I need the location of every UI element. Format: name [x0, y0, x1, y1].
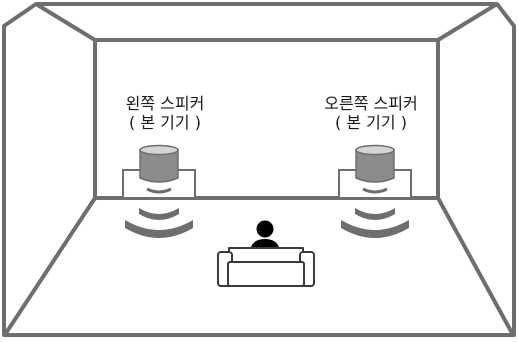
right-speaker-wave-2 — [341, 220, 409, 238]
sofa-icon — [217, 247, 315, 287]
left-speaker-label-line1: 왼쪽 스피커 — [125, 94, 205, 113]
wall-edge-bottom-left — [4, 196, 97, 335]
wall-edge-top-right — [436, 2, 499, 42]
right-speaker-label-line2: ( 본 기기 ) — [335, 113, 407, 132]
left-speaker-label-line2: ( 본 기기 ) — [129, 113, 201, 132]
right-speaker-icon — [338, 144, 412, 238]
room — [2, 2, 516, 337]
left-speaker-label: 왼쪽 스피커 ( 본 기기 ) — [95, 94, 235, 132]
left-speaker-wave-2 — [125, 220, 193, 238]
wall-edge-top-left — [34, 2, 97, 42]
right-speaker-label: 오른쪽 스피커 ( 본 기기 ) — [301, 94, 441, 132]
left-speaker-icon — [122, 144, 196, 238]
listener-area — [217, 220, 315, 287]
right-speaker-wave-1 — [355, 208, 395, 220]
left-speaker-wave-1 — [139, 208, 179, 220]
wall-edge-bottom-right — [436, 197, 514, 334]
right-speaker-label-line1: 오른쪽 스피커 — [324, 94, 418, 113]
